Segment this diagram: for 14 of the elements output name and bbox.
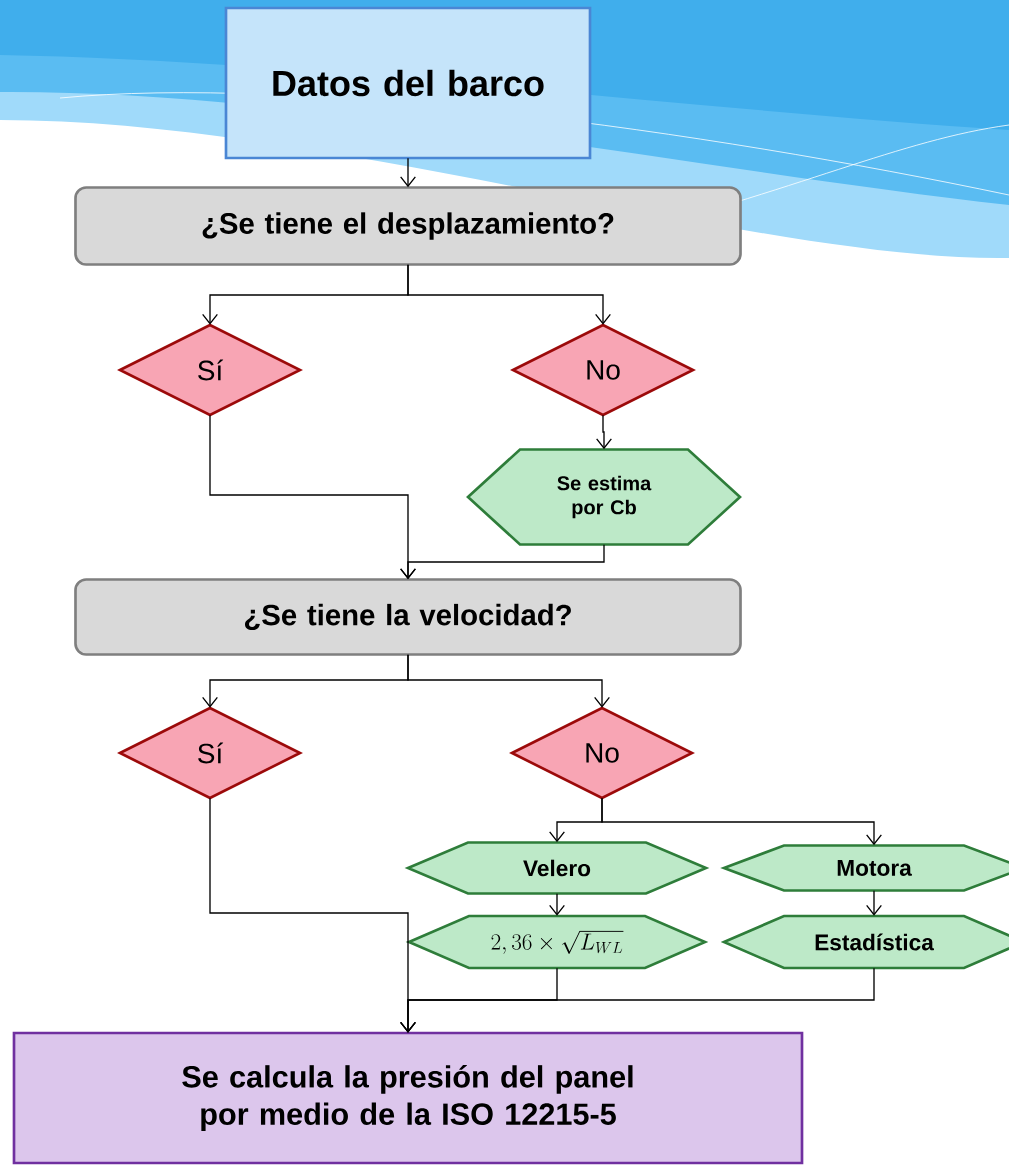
arrow <box>407 264 611 325</box>
process-box: Datos del barco <box>224 6 592 160</box>
decision-box: ¿Se tiene el desplazamiento? <box>74 186 742 266</box>
arrow <box>601 797 882 846</box>
arrow <box>596 414 612 450</box>
arrow <box>400 544 605 580</box>
preparation-hexagon: Se estima por Cb <box>466 448 742 546</box>
decision-box: ¿Se tiene la velocidad? <box>74 578 742 656</box>
arrow <box>549 893 565 916</box>
result-box: Se calcula la presión del panel por medio de la ISO 12215-5 <box>12 1031 804 1165</box>
arrow <box>400 157 416 188</box>
arrow <box>866 890 882 916</box>
arrow <box>400 967 875 1033</box>
arrow <box>407 654 610 708</box>
